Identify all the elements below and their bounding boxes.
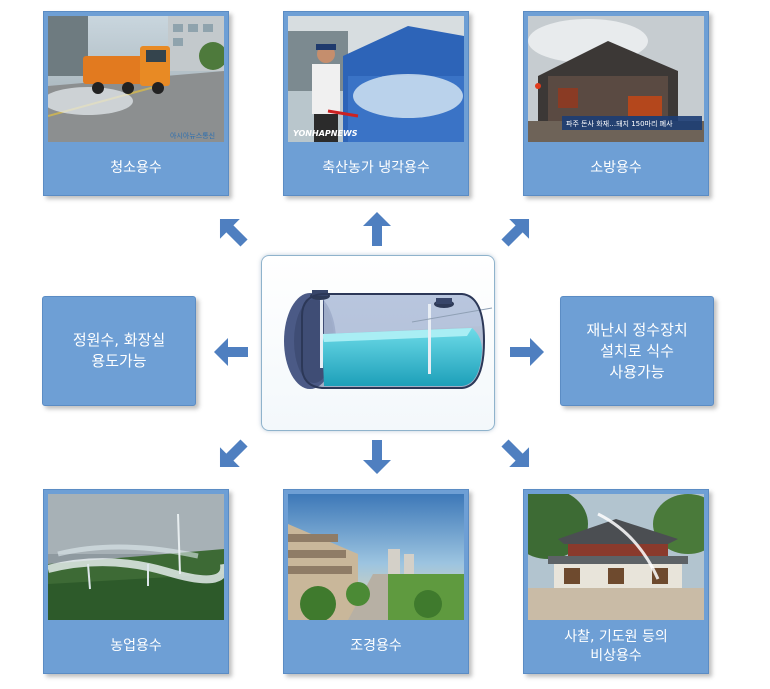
arrow-up-right-icon	[500, 214, 534, 248]
photo-caption: 파주 돈사 화재…돼지 150마리 폐사	[566, 119, 673, 128]
card-landscaping-water: 조경용수	[283, 489, 469, 674]
card-label: 청소용수	[110, 160, 162, 176]
landscaped-complex-photo	[288, 494, 464, 620]
card-agricultural-water: 농업용수	[43, 489, 229, 674]
arrow-down-icon	[360, 440, 394, 474]
photo-caption: YONHAPNEWS	[293, 129, 358, 138]
card-label: 조경용수	[350, 638, 402, 654]
farm-fire-scene-photo: 파주 돈사 화재…돼지 150마리 폐사	[528, 16, 704, 142]
arrow-right-icon	[510, 335, 544, 369]
side-box-garden-toilet: 정원수, 화장실 용도가능	[42, 296, 196, 406]
arrow-down-right-icon	[500, 438, 534, 472]
card-label: 소방용수	[590, 160, 642, 176]
arrow-down-left-icon	[215, 438, 249, 472]
arrow-up-left-icon	[215, 214, 249, 248]
side-box-drinking-water: 재난시 정수장치 설치로 식수 사용가능	[560, 296, 714, 406]
card-livestock-cooling-water: YONHAPNEWS 축산농가 냉각용수	[283, 11, 469, 196]
arrow-up-icon	[360, 212, 394, 246]
livestock-barn-spraying-photo: YONHAPNEWS	[288, 16, 464, 142]
underground-water-tank-image	[261, 255, 495, 431]
farm-sprinklers-photo	[48, 494, 224, 620]
street-cleaning-truck-photo: 아시아뉴스통신	[48, 16, 224, 142]
arrow-left-icon	[214, 335, 248, 369]
card-temple-emergency-water: 사찰, 기도원 등의 비상용수	[523, 489, 709, 674]
card-label: 축산농가 냉각용수	[322, 160, 430, 176]
temple-water-spray-photo	[528, 494, 704, 620]
card-label: 농업용수	[110, 638, 162, 654]
card-cleaning-water: 아시아뉴스통신 청소용수	[43, 11, 229, 196]
photo-caption: 아시아뉴스통신	[170, 131, 215, 140]
card-firefighting-water: 파주 돈사 화재…돼지 150마리 폐사 소방용수	[523, 11, 709, 196]
card-label: 사찰, 기도원 등의 비상용수	[564, 628, 668, 664]
